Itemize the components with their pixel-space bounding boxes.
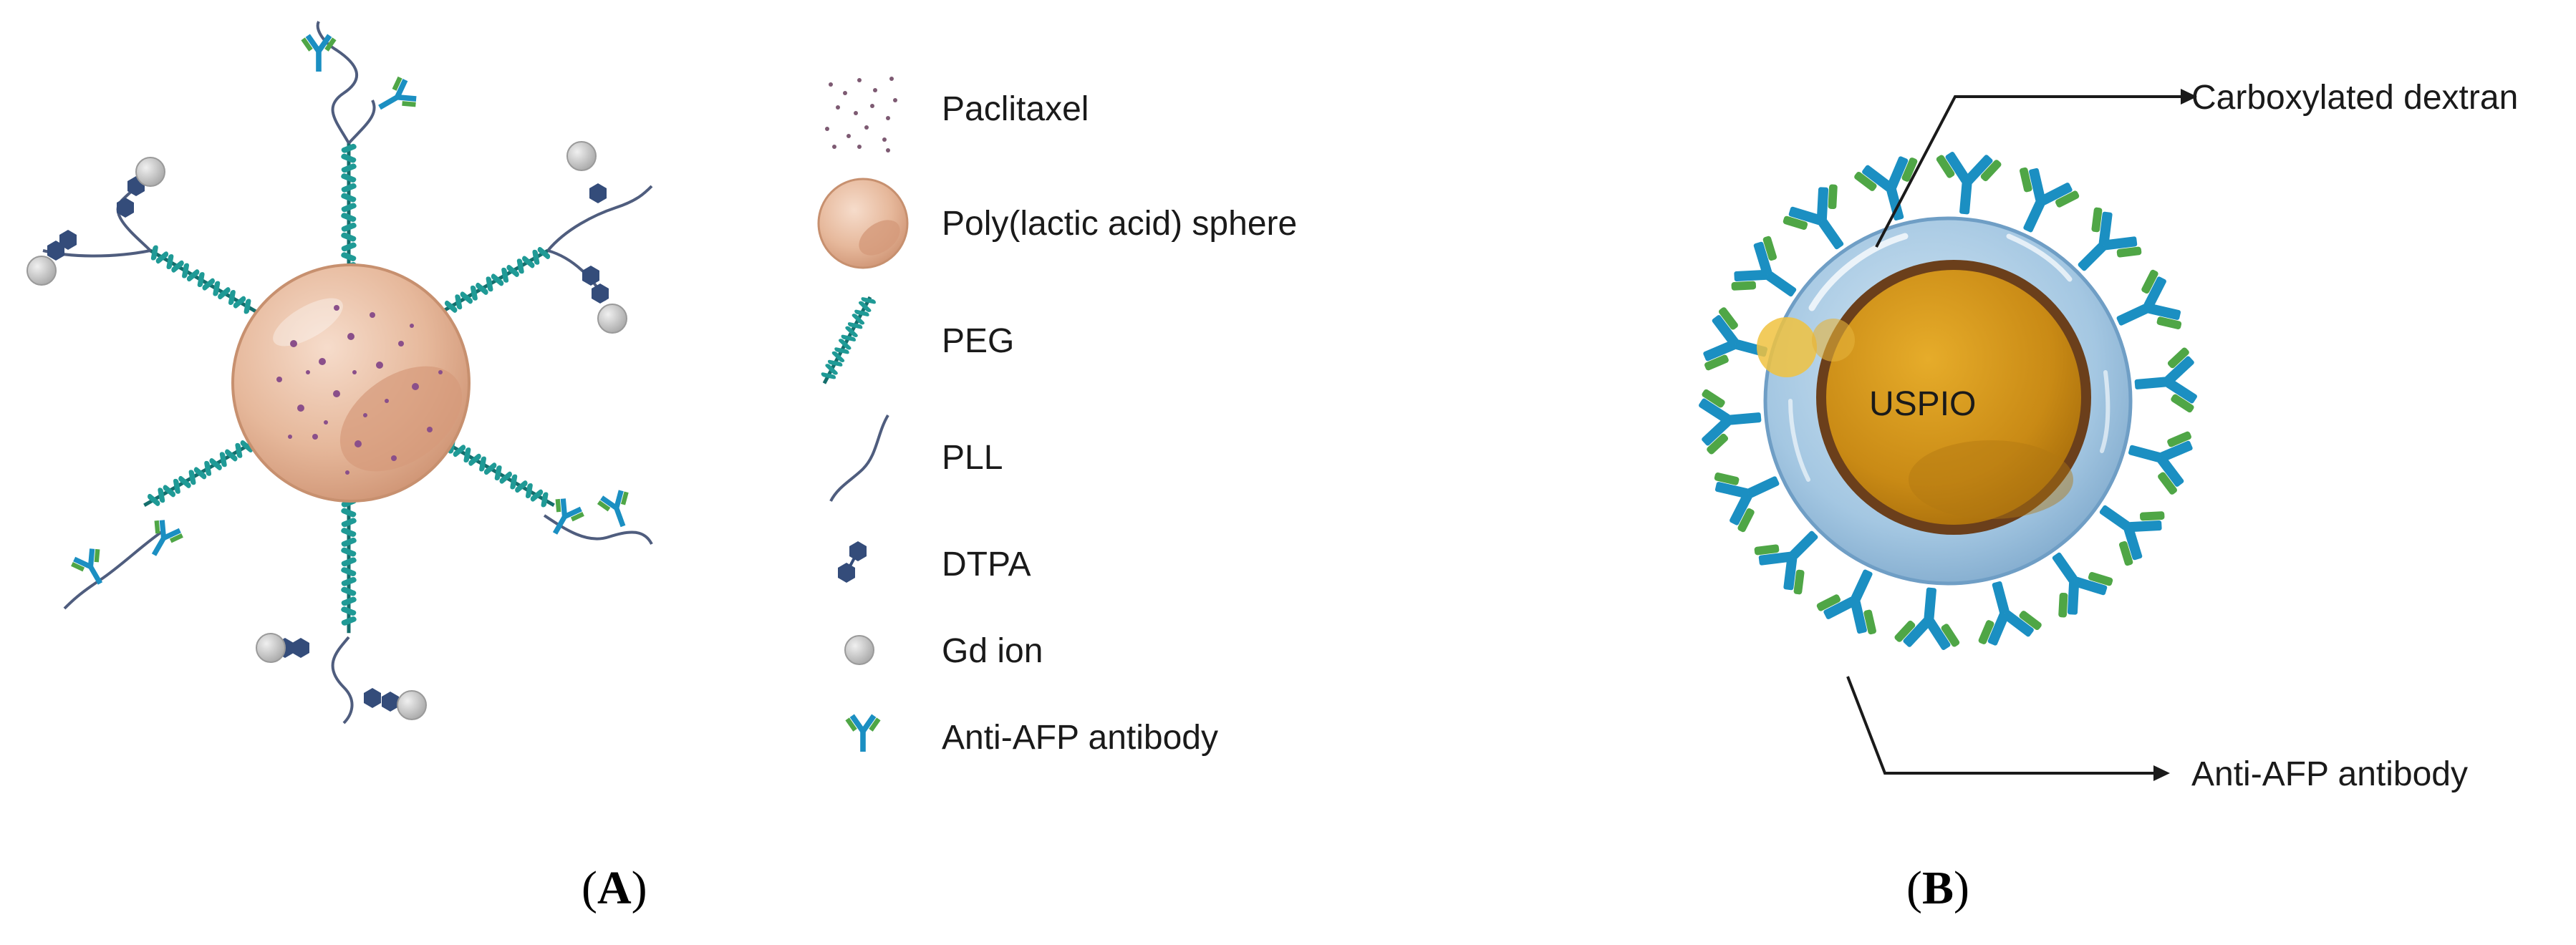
pll-strand-top	[316, 21, 359, 144]
dtpa-hexagon-icon	[838, 541, 867, 583]
dtpa-5	[589, 183, 607, 203]
antibody-b-10	[1892, 584, 1966, 655]
pll-strand-lower-right	[543, 514, 653, 545]
legend-label-paclitaxel: Paclitaxel	[942, 90, 1089, 128]
peg-chain-icon	[816, 293, 877, 387]
gd-ion-5	[256, 633, 286, 663]
panel-a-diagram	[26, 21, 653, 724]
pll-strand-top-right	[347, 100, 376, 145]
pll-strand-bottom	[331, 636, 354, 724]
dtpa-6	[582, 266, 599, 286]
gd-ion-icon	[844, 635, 874, 665]
legend-label-gd-ion: Gd ion	[942, 632, 1043, 670]
dtpa-8	[292, 638, 309, 658]
pll-strand-upper-right	[546, 185, 653, 252]
antibody-b-6	[2120, 417, 2201, 499]
antibody-b-1	[1930, 147, 2004, 218]
callout-label-carboxylated-dextran: Carboxylated dextran	[2191, 79, 2518, 117]
panel-label-b: (B)	[1906, 862, 1969, 914]
legend-label-dtpa: DTPA	[942, 546, 1031, 583]
legend-label-peg: PEG	[942, 322, 1014, 360]
peg-arm-bottom	[340, 498, 357, 633]
peg-arm-upper-right	[437, 243, 552, 319]
legend-label-pla-sphere: Poly(lactic acid) sphere	[942, 205, 1297, 243]
panel-b-diagram: USPIO Carboxylated dextran Anti-AFP anti…	[1694, 79, 2518, 793]
paclitaxel-dots-icon	[825, 77, 897, 152]
callout-label-anti-afp-antibody: Anti-AFP antibody	[2191, 755, 2468, 793]
peg-arm-upper-left	[146, 243, 261, 319]
svg-text:(B): (B)	[1906, 862, 1969, 914]
pll-strand-icon	[829, 414, 889, 502]
legend-item-paclitaxel: Paclitaxel	[825, 77, 1089, 152]
legend-label-antibody: Anti-AFP antibody	[942, 719, 1218, 757]
legend: Paclitaxel Poly(lactic acid) sphere PEG …	[816, 77, 1297, 757]
peg-arm-lower-left	[140, 436, 255, 513]
uspio-core: USPIO	[1757, 260, 2091, 535]
antibody-icon	[845, 714, 881, 752]
gd-ion-6	[397, 690, 427, 720]
peg-arm-top	[340, 143, 357, 278]
svg-text:(A): (A)	[582, 862, 647, 914]
dtpa-11	[382, 692, 399, 712]
antibody-b-5	[2131, 345, 2202, 419]
legend-item-dtpa: DTPA	[838, 541, 1031, 583]
gd-ion-4	[597, 304, 627, 334]
gd-ion-1	[135, 157, 165, 187]
legend-item-pll: PLL	[829, 414, 1003, 502]
antibody-b-9	[1964, 573, 2046, 654]
peg-arm-lower-right	[443, 436, 559, 513]
paclitaxel-particles	[276, 305, 443, 475]
antibody-a-2	[370, 73, 421, 123]
uspio-core-label: USPIO	[1869, 385, 1976, 423]
gd-ion-2	[26, 256, 57, 286]
pla-sphere-icon	[817, 178, 909, 269]
dtpa-7	[592, 284, 609, 304]
legend-item-peg: PEG	[816, 293, 1014, 387]
antibody-b-14	[1694, 383, 1765, 457]
panel-label-a: (A)	[582, 862, 647, 914]
legend-item-pla-sphere: Poly(lactic acid) sphere	[817, 178, 1297, 269]
legend-item-gd-ion: Gd ion	[844, 632, 1043, 670]
dtpa-10	[364, 688, 381, 708]
callout-carboxylated-dextran: Carboxylated dextran	[1875, 79, 2518, 248]
pla-sphere	[231, 263, 471, 503]
antibody-a-1	[301, 34, 337, 72]
legend-label-pll: PLL	[942, 439, 1003, 477]
legend-item-antibody: Anti-AFP antibody	[845, 714, 1218, 757]
antibody-a-6	[595, 487, 639, 532]
antibody-a-4	[139, 515, 187, 563]
callout-anti-afp-antibody: Anti-AFP antibody	[1846, 676, 2468, 793]
gd-ion-3	[566, 141, 597, 171]
